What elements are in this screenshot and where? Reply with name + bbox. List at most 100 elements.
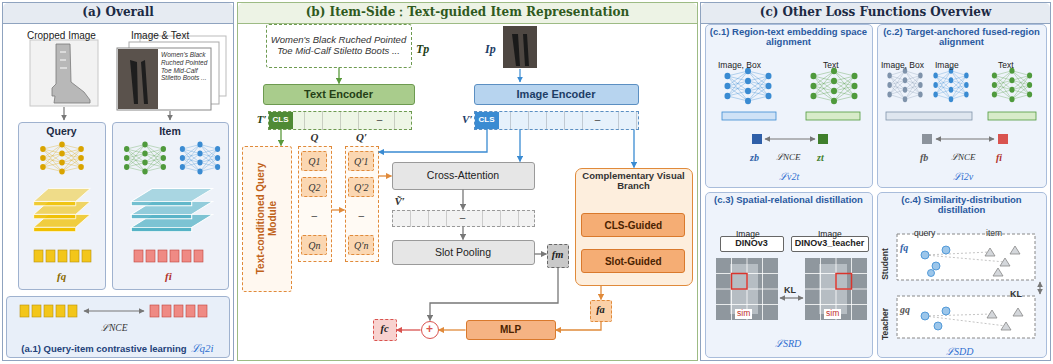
text-label: sim [735, 309, 752, 319]
node-label: Women's Black Ruched Pointed Toe Mid-Cal… [270, 35, 408, 57]
token-ellipsis: – [301, 205, 327, 225]
text-label: zb [750, 152, 759, 164]
text-label: KL [784, 285, 796, 295]
cls-token: CLS [475, 112, 499, 129]
text-label: Cropped Image [27, 30, 96, 42]
process-box: MLP [466, 320, 556, 340]
query-box: Query [18, 122, 106, 290]
node-label: Image Encoder [517, 88, 596, 101]
text-label: Women's Black Ruched Pointed Toe Mid-Cal… [161, 51, 208, 82]
node-label: Q1 [308, 156, 320, 168]
feature-vector: fc [373, 319, 397, 341]
panel: (b) Item-Side：Text-guided Item Represent… [237, 2, 698, 361]
node-label: CLS [479, 115, 495, 124]
text-label: Image [935, 61, 959, 71]
label-anchor: ℒSDD [946, 341, 973, 359]
text-label: Text [823, 61, 839, 71]
label-anchor: Women's Black Ruched Pointed Toe Mid-Cal… [161, 51, 208, 84]
node-label: V′ [459, 113, 473, 126]
node-label: Query [46, 125, 76, 137]
text-label: fi [996, 152, 1002, 164]
node-label: Slot-Guided [605, 256, 662, 268]
query-slot: Q1 [301, 151, 327, 171]
token-row: Ṽ′– [392, 210, 535, 227]
node-label: Q′n [354, 240, 368, 252]
text-label: ℒSRD [775, 338, 801, 350]
text-prompt: Women's Black Ruched Pointed Toe Mid-Cal… [266, 24, 412, 68]
node-label: Q2 [308, 182, 320, 194]
node-label: – [460, 212, 466, 224]
label-anchor: Cropped Image [27, 25, 96, 43]
label-anchor: ℒSRD [775, 333, 801, 351]
node-label: + [426, 323, 433, 337]
label-anchor: ℒNCE [776, 146, 801, 164]
loss-box: (c.1) Region-text embedding space alignm… [705, 24, 873, 188]
query-slot: Q2 [301, 177, 327, 197]
node-label: (c.1) Region-text embedding space alignm… [709, 27, 869, 49]
node-label: Qn [308, 240, 320, 252]
sum-node: + [421, 321, 439, 339]
label-anchor: Image [935, 54, 959, 72]
node-label: – [312, 210, 318, 222]
text-label: item [986, 229, 1002, 239]
text-label: Image, Box [718, 61, 761, 71]
text-label: ℒNCE [951, 152, 976, 162]
label-anchor: Image, Box [881, 54, 924, 72]
text-label: fq [57, 270, 66, 283]
text-label: Image & Text [131, 30, 189, 42]
label-anchor: Tp [416, 39, 429, 57]
label-anchor: query [914, 222, 935, 240]
query-slot: Q′1 [348, 151, 374, 171]
node-label: (a.1) Query-item contrastive learning [21, 344, 186, 355]
text-label: ℒi2v [953, 171, 973, 183]
text-label: Tp [416, 43, 429, 57]
text-label: zt [817, 152, 824, 164]
label-anchor: Text [998, 54, 1014, 72]
text-label: Text [998, 61, 1014, 71]
encoder-box: Text Encoder [263, 84, 415, 105]
encoder-box: Image Encoder [474, 84, 639, 105]
label-anchor: fq [900, 237, 908, 255]
node-label: MLP [500, 324, 521, 336]
text-label: ℒv2t [779, 171, 799, 183]
label-anchor: ℒNCE [101, 317, 127, 335]
feature-vector: fm [547, 244, 569, 268]
node-label: Q′1 [354, 156, 368, 168]
text-label: query [914, 229, 935, 239]
loss-box: (c.2) Target-anchored fused-region align… [877, 24, 1047, 188]
label-anchor: Image [818, 223, 842, 241]
text-label: Student [881, 248, 891, 280]
node-label: Q′2 [354, 182, 368, 194]
panel-title: (a) Overall [3, 3, 233, 24]
node-label: CLS-Guided [604, 220, 662, 232]
label-anchor: Teacher [886, 317, 918, 335]
label-anchor: zt [817, 147, 824, 165]
node-label: – [595, 114, 601, 126]
node-label: DINOv3 [735, 238, 768, 248]
text-label: ℒSDD [946, 346, 973, 358]
label-anchor: fi [165, 266, 172, 284]
label-anchor: item [986, 222, 1002, 240]
label-anchor: sim [735, 302, 752, 320]
panel: (c) Other Loss Functions Overview(c.1) R… [700, 2, 1051, 361]
process-box: Slot-Guided [581, 249, 685, 273]
token-ellipsis: – [372, 112, 388, 129]
token-row: V′CLS– [474, 111, 639, 130]
label-anchor: Image, Box [718, 54, 761, 72]
query-slot: Qn [301, 235, 327, 255]
cls-token: CLS [269, 112, 293, 129]
feature-vector: fa [590, 300, 612, 322]
loss-box: (c.4) Similarity-distribution distillati… [877, 192, 1047, 358]
node-label: – [377, 114, 383, 126]
query-slot: Q′2 [348, 177, 374, 197]
node-label: Ṽ′ [395, 195, 536, 208]
label-anchor: zb [750, 147, 759, 165]
label-anchor: fi [996, 147, 1002, 165]
node-label: Q′ [346, 131, 378, 144]
node-label: Text Encoder [304, 88, 373, 101]
node-label: ℒq2i [191, 342, 214, 355]
process-box: Slot Pooling [392, 240, 535, 265]
node-label: fm [552, 249, 564, 261]
node-label: Cross-Attention [427, 169, 499, 181]
query-slot: Q′n [348, 235, 374, 255]
